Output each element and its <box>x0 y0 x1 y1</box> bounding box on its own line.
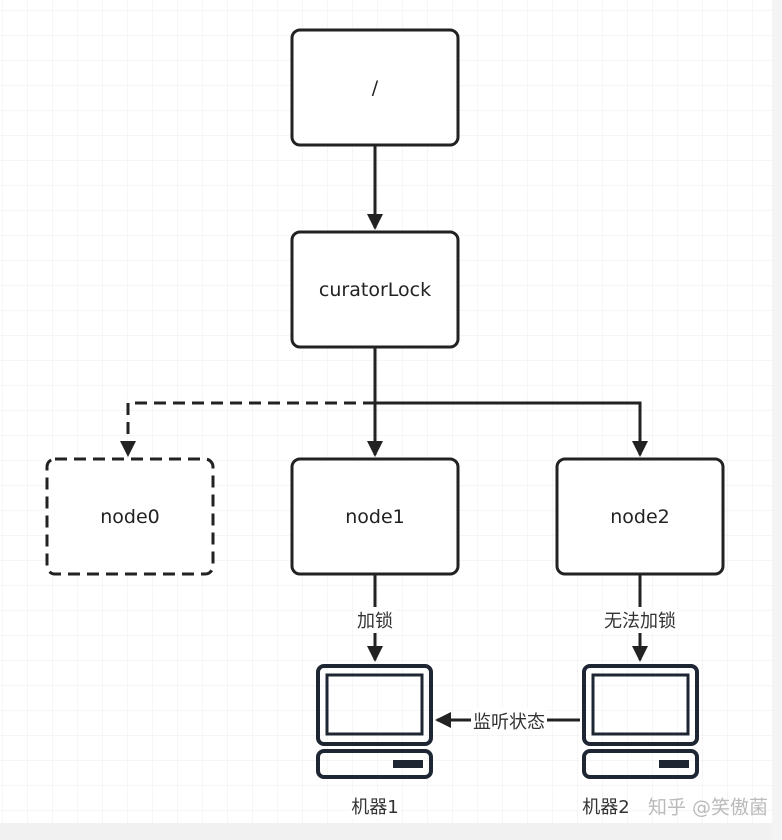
node2-label: node2 <box>610 506 670 528</box>
watermark: 知乎 @笑傲菌 <box>648 796 769 819</box>
node-lock-label: curatorLock <box>318 279 432 301</box>
node-root-label: / <box>371 77 379 99</box>
edge-label-lock: 加锁 <box>355 607 395 633</box>
edge-lock-node2 <box>375 401 648 457</box>
monitor-icon <box>582 664 699 779</box>
footer-bar <box>0 823 782 840</box>
node-node0[interactable] <box>45 457 215 576</box>
right-edge <box>772 0 782 840</box>
edge-label-watch: 监听状态 <box>471 708 547 734</box>
edge-lock-node0-dashed <box>120 401 375 457</box>
machine2-label: 机器2 <box>582 797 630 818</box>
monitor-icon <box>316 664 433 779</box>
node1-label: node1 <box>345 506 405 528</box>
edge-label-lock-fail: 无法加锁 <box>602 607 678 633</box>
machine1-label: 机器1 <box>349 793 401 819</box>
node0-label: node0 <box>100 506 160 528</box>
